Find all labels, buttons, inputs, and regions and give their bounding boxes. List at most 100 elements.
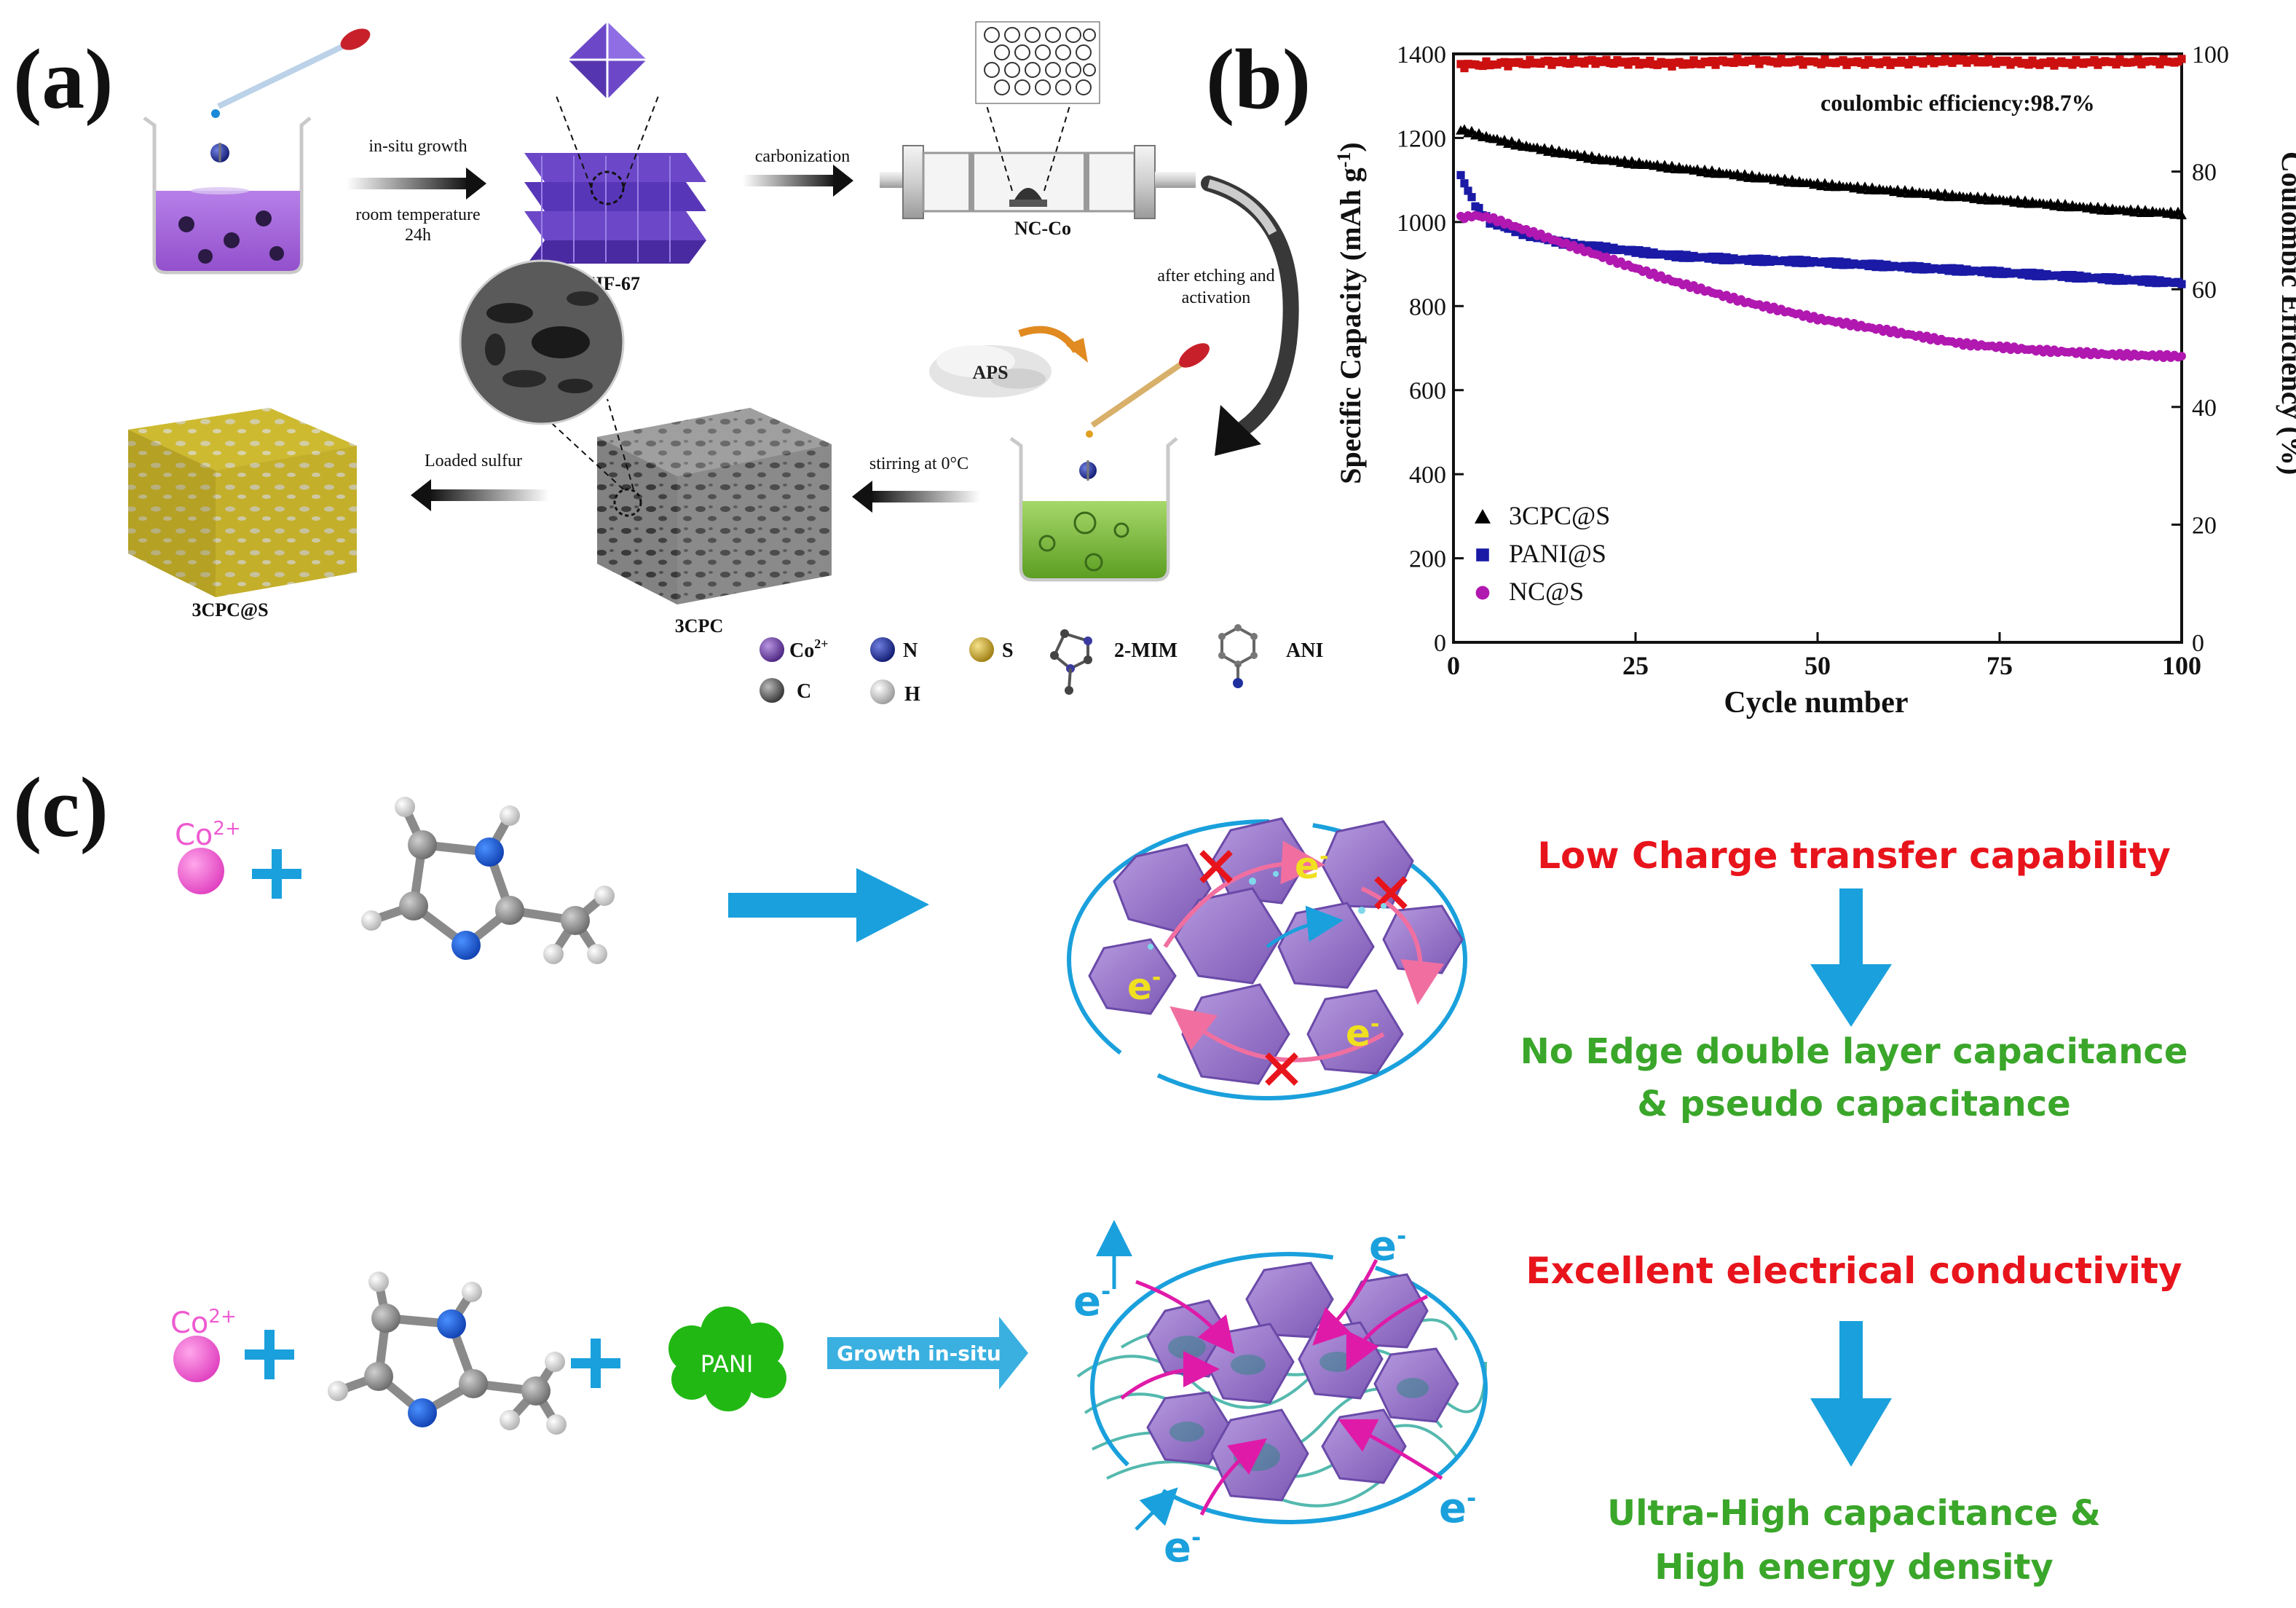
cpc-cube-icon [526, 398, 832, 604]
electron-sup: - [1152, 965, 1161, 990]
label-aps: APS [972, 362, 1008, 383]
y2-tick-label: 60 [2192, 277, 2217, 304]
2-mim-molecule-icon-2 [328, 1272, 567, 1435]
pani-s-point [1456, 170, 1465, 180]
pani-s-point [1467, 193, 1476, 202]
co-ion-icon-2 [173, 1336, 220, 1382]
step-room-temp: room temperature [355, 205, 480, 224]
chart-y2label: Coulombic Efficiency (%) [2276, 151, 2296, 475]
svg-text:e-: e- [1073, 1277, 1110, 1325]
legend-co: Co [789, 639, 814, 662]
chart-ylabel-sup: -1 [1333, 152, 1354, 168]
pani-s-point [1464, 186, 1472, 195]
coulombic-efficiency-point [1795, 55, 1804, 64]
row1-result-2: & pseudo capacitance [1637, 1084, 2070, 1124]
zif67-crystal-icon [568, 22, 647, 99]
sem-inset-icon [459, 259, 625, 425]
row2-result-2: High energy density [1654, 1547, 2054, 1588]
electron-sup: - [1467, 1484, 1476, 1512]
legend-marker [1475, 586, 1490, 600]
coulombic-efficiency-point [2177, 55, 2186, 63]
electron-label: e [1346, 1012, 1370, 1055]
2-mim-molecule-icon [361, 797, 615, 964]
co-ion-label: Co [170, 1306, 208, 1340]
chart-ylabel: Specific Capacity (mAh g-1) [1333, 142, 1367, 484]
coulombic-efficiency-point [1861, 60, 1869, 69]
co-ion-icon [178, 848, 224, 894]
co-ion-sup: 2+ [208, 1306, 236, 1328]
step-time: 24h [405, 226, 431, 245]
label-3cpcs: 3CPC@S [192, 599, 268, 620]
coulombic-efficiency-point [2155, 60, 2164, 68]
electron-label: e [1164, 1524, 1191, 1572]
down-arrow-2 [1810, 1321, 1892, 1467]
svg-text:Co2+: Co2+ [789, 636, 829, 662]
svg-text:e-: e- [1369, 1222, 1406, 1270]
arrow-loaded-sulfur [411, 479, 549, 511]
beaker-green [1009, 436, 1178, 582]
step-etching-1: after etching and [1157, 267, 1274, 285]
y-tick-label: 0 [1434, 630, 1446, 657]
coulombic-efficiency-point [1882, 56, 1891, 65]
chart-ylabel-main: Specific Capacity (mAh g [1334, 168, 1367, 484]
chart-ylabel-close: ) [1334, 142, 1367, 151]
coulombic-efficiency-point [2134, 55, 2142, 64]
cpcs-cube-icon [128, 408, 357, 597]
aps-powder-icon [929, 345, 1052, 398]
x-tick-label: 25 [1622, 651, 1649, 680]
y-tick-label: 1200 [1397, 125, 1446, 152]
plus-icon-3 [571, 1339, 620, 1388]
y-tick-label: 400 [1409, 462, 1446, 489]
arrow-aps-head [1066, 338, 1088, 363]
electron-sup: - [1191, 1524, 1201, 1551]
panel-c-label: (c) [13, 760, 109, 855]
legend-s: S [1002, 639, 1014, 662]
y2-tick-label: 40 [2192, 395, 2217, 422]
plus-icon [252, 849, 301, 899]
down-arrow-1 [1810, 888, 1892, 1027]
arrow-stirring [852, 481, 980, 513]
arrow-etching [1201, 176, 1299, 456]
legend-label: 3CPC@S [1509, 501, 1610, 530]
coulombic-efficiency-point [1544, 56, 1553, 65]
electron-sup: - [1397, 1222, 1406, 1250]
coulombic-efficiency-point [2068, 60, 2077, 69]
svg-text:e-: e- [1295, 844, 1328, 887]
electron-sup: - [1101, 1277, 1110, 1305]
coulombic-efficiency-point [2046, 57, 2055, 66]
electron-label: e [1295, 845, 1319, 887]
x-tick-label: 50 [1804, 651, 1831, 680]
coulombic-efficiency-point [1817, 60, 1826, 68]
legend-co-sup: 2+ [814, 636, 828, 651]
co-ion-label: Co [175, 819, 213, 852]
tube-furnace-icon [880, 103, 1196, 219]
legend-mim: 2-MIM [1114, 639, 1177, 662]
zif-cluster-poor-conductivity: e- e- e- [1067, 817, 1467, 1100]
porous-carbon-framework-icon [975, 21, 1100, 104]
arrow-in-situ [347, 168, 486, 200]
coulombic-efficiency-point [1751, 55, 1760, 64]
y-tick-label: 1400 [1397, 42, 1446, 68]
coulombic-efficiency-point [1460, 63, 1469, 73]
nc-s-point [2177, 352, 2186, 360]
plus-icon-2 [245, 1330, 294, 1379]
electron-label: e [1127, 966, 1152, 1008]
arrow-aps-icon [1018, 326, 1080, 353]
legend-label: NC@S [1509, 577, 1584, 606]
y-tick-label: 800 [1409, 293, 1446, 320]
electron-label: e [1369, 1223, 1397, 1270]
legend-s-icon [969, 637, 994, 662]
panel-b-label: (b) [1206, 31, 1311, 127]
legend-ani: ANI [1286, 639, 1323, 662]
legend-c-icon [760, 678, 784, 703]
pipette-icon-2 [1086, 343, 1210, 438]
step-in-situ: in-situ growth [368, 137, 467, 156]
legend-c: C [797, 680, 811, 703]
legend-mim-icon [1050, 629, 1092, 695]
label-3cpc: 3CPC [675, 615, 723, 636]
y2-tick-label: 100 [2192, 42, 2229, 68]
pani-s-point [1460, 179, 1469, 188]
coulombic-efficiency-point [1773, 59, 1782, 68]
pani-s-point [2177, 280, 2186, 288]
